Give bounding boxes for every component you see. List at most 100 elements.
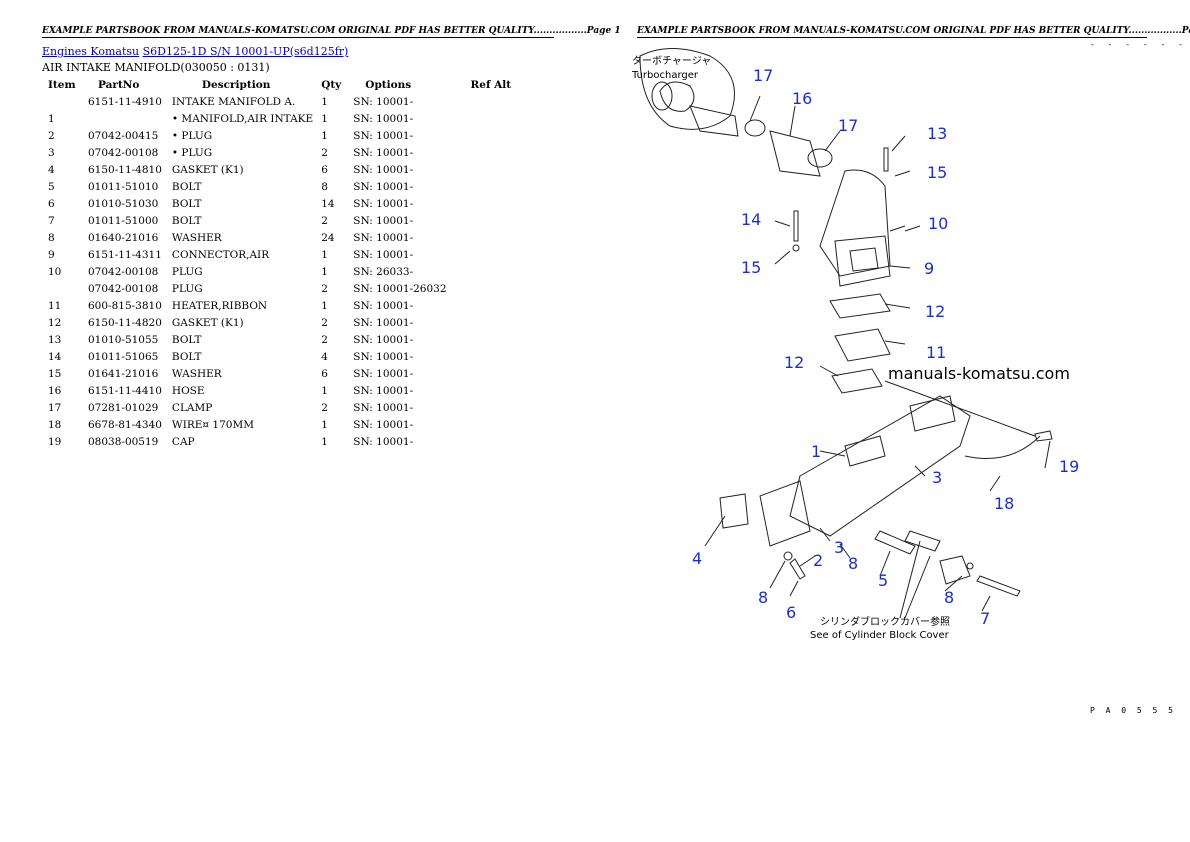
callout-10: 10 <box>928 214 948 233</box>
cell-desc: BOLT <box>171 333 202 346</box>
callout-2: 2 <box>813 551 823 570</box>
column-header-partno: PartNo <box>98 78 140 91</box>
callout-3a: 3 <box>932 468 942 487</box>
cell-item: 18 <box>48 418 62 431</box>
cell-item: 11 <box>48 299 62 312</box>
cell-ref <box>451 127 518 144</box>
callout-13: 13 <box>927 124 947 143</box>
callout-12b: 12 <box>784 353 804 372</box>
cell-options: SN: 10001- <box>353 350 414 363</box>
cell-options: SN: 10001- <box>353 401 414 414</box>
callout-7: 7 <box>980 609 990 628</box>
column-header-item: Item <box>48 78 76 91</box>
bolt-13-drawing <box>883 147 889 172</box>
cell-qty: 8 <box>321 180 328 193</box>
cell-partno: 07042-00108 <box>88 265 159 278</box>
cell-partno: 01641-21016 <box>88 367 159 380</box>
cell-options: SN: 10001- <box>353 95 414 108</box>
cell-options: SN: 10001- <box>353 333 414 346</box>
cell-partno: 08038-00519 <box>88 435 159 448</box>
cell-qty: 6 <box>321 163 328 176</box>
cell-options: SN: 10001- <box>353 231 414 244</box>
cell-ref <box>451 212 518 229</box>
cell-item: 8 <box>48 231 55 244</box>
cell-partno: 01011-51010 <box>88 180 159 193</box>
cell-partno: 07281-01029 <box>88 401 159 414</box>
breadcrumb-link-engines[interactable]: Engines Komatsu <box>42 45 140 58</box>
cell-ref <box>451 280 518 297</box>
cell-qty: 14 <box>321 197 335 210</box>
turbocharger-label-en: Turbocharger <box>631 70 699 81</box>
cell-options: SN: 10001- <box>353 112 414 125</box>
cell-options: SN: 10001- <box>353 316 414 329</box>
cell-partno: 6678-81-4340 <box>88 418 162 431</box>
cell-qty: 2 <box>321 282 328 295</box>
cell-ref <box>451 348 518 365</box>
cell-desc: • PLUG <box>171 146 213 159</box>
cell-options: SN: 10001- <box>353 384 414 397</box>
cell-options: SN: 10001- <box>353 418 414 431</box>
callout-11: 11 <box>926 343 946 362</box>
drawing-code: P A 0 5 5 5 <box>1090 706 1176 715</box>
callout-18: 18 <box>994 494 1014 513</box>
cell-qty: 1 <box>321 435 328 448</box>
cell-item: 16 <box>48 384 62 397</box>
cell-options: SN: 10001- <box>353 129 414 142</box>
callout-1: 1 <box>811 442 821 461</box>
cell-desc: PLUG <box>171 282 203 295</box>
cell-qty: 1 <box>321 248 328 261</box>
cell-partno: 6151-11-4910 <box>88 95 162 108</box>
cell-item: 19 <box>48 435 62 448</box>
cell-item: 15 <box>48 367 62 380</box>
turbocharger-label-jp: ターボチャージャ <box>632 55 711 67</box>
cell-qty: 24 <box>321 231 335 244</box>
cell-options: SN: 10001- <box>353 299 414 312</box>
cell-options: SN: 26033- <box>353 265 414 278</box>
hose-drawing <box>769 130 821 177</box>
cell-ref <box>451 110 518 127</box>
cell-qty: 1 <box>321 384 328 397</box>
exploded-parts-diagram: 17 16 17 13 15 14 10 15 9 12 11 12 1 19 … <box>631 48 1079 641</box>
breadcrumb: Engines Komatsu S6D125-1D S/N 10001-UP(s… <box>42 45 348 58</box>
cell-desc: CLAMP <box>171 401 213 414</box>
cell-options: SN: 10001- <box>353 146 414 159</box>
cell-desc: BOLT <box>171 214 202 227</box>
cell-ref <box>451 433 518 450</box>
air-connector-drawing <box>819 169 891 277</box>
cell-desc: GASKET (K1) <box>171 316 244 329</box>
cell-item: 17 <box>48 401 62 414</box>
cell-partno: 6151-11-4311 <box>88 248 162 261</box>
cell-desc: BOLT <box>171 197 202 210</box>
cylinder-cover-label-en: See of Cylinder Block Cover <box>810 630 950 641</box>
cell-ref <box>451 246 518 263</box>
cell-ref <box>451 416 518 433</box>
callout-17b: 17 <box>838 116 858 135</box>
cell-item <box>42 93 82 110</box>
cell-options: SN: 10001- <box>353 435 414 448</box>
ribbon-heater-drawing <box>834 328 891 362</box>
callout-19: 19 <box>1059 457 1079 476</box>
cell-ref <box>451 229 518 246</box>
callout-14: 14 <box>741 210 761 229</box>
cell-item: 4 <box>48 163 55 176</box>
callout-15b: 15 <box>741 258 761 277</box>
cell-desc: HEATER,RIBBON <box>171 299 268 312</box>
cell-ref <box>451 297 518 314</box>
cell-qty: 1 <box>321 95 328 108</box>
cell-desc: • MANIFOLD,AIR INTAKE <box>171 112 314 125</box>
column-header-ref-alt: Ref Alt <box>470 78 512 91</box>
breadcrumb-link-model[interactable]: S6D125-1D S/N 10001-UP(s6d125fr) <box>142 45 349 58</box>
cell-ref <box>451 314 518 331</box>
cell-partno: 01011-51065 <box>88 350 159 363</box>
cell-options: SN: 10001-26032 <box>353 282 447 295</box>
